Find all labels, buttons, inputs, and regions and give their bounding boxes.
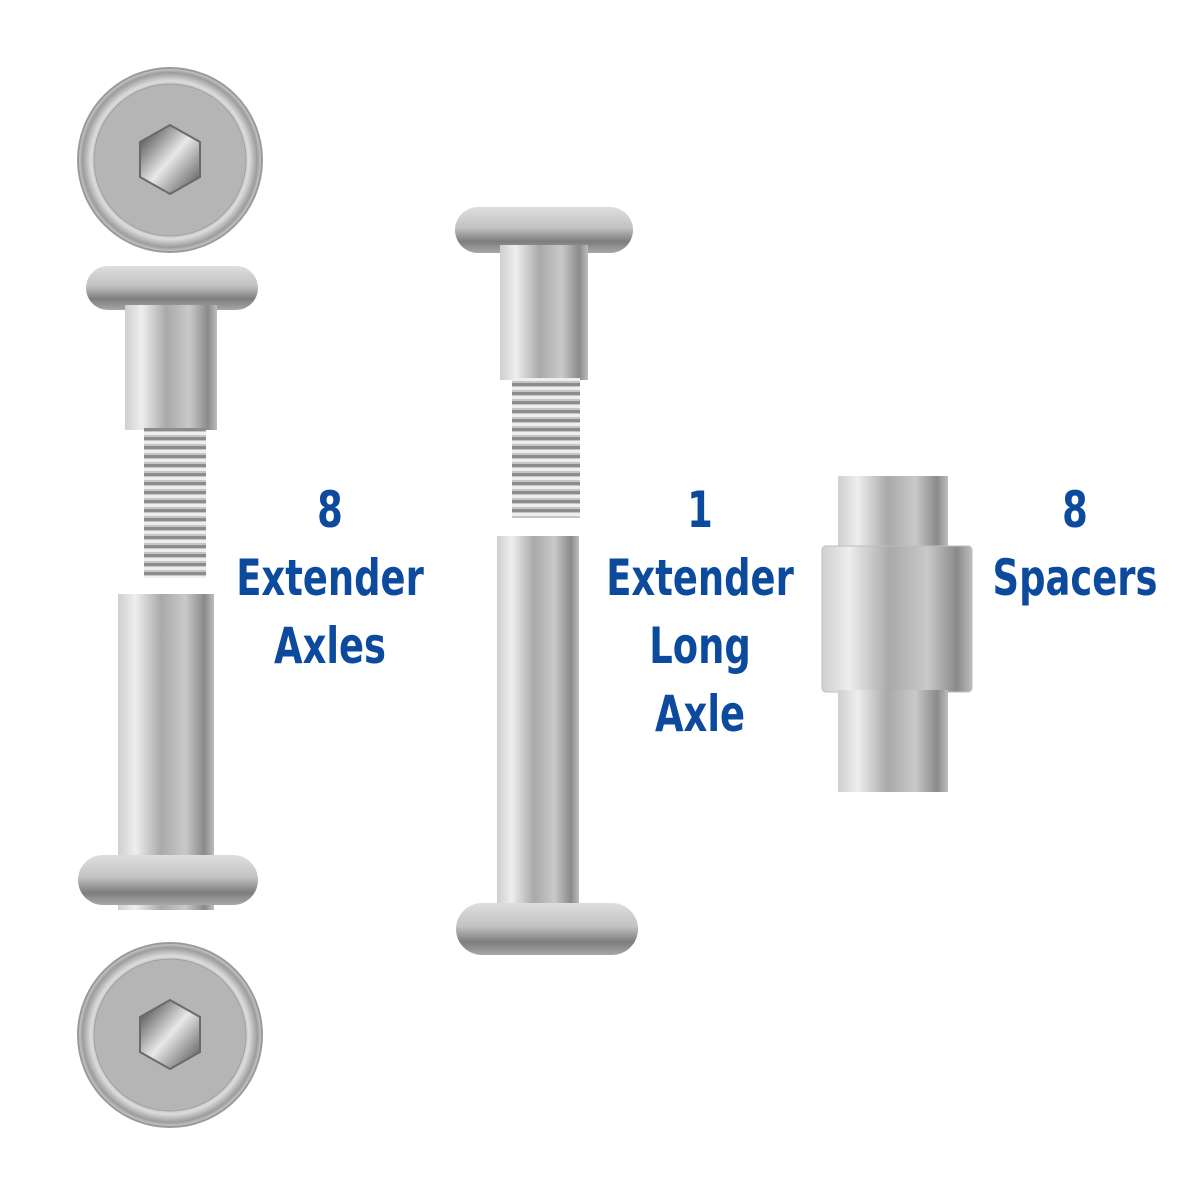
- quantity: 8: [317, 481, 343, 539]
- label-extender-axles: 8 Extender Axles: [232, 476, 429, 680]
- item-name-line: Long: [649, 617, 751, 675]
- label-extender-long-axle: 1 Extender Long Axle: [602, 476, 799, 748]
- long-axle-barrel: [456, 536, 638, 955]
- spacer: [821, 476, 973, 792]
- extender-axle-barrel: [78, 594, 258, 910]
- long-axle-bolt: [455, 207, 633, 518]
- extender-axle-bolt: [86, 266, 258, 578]
- item-name-line: Extender: [606, 549, 794, 607]
- quantity: 1: [687, 481, 713, 539]
- label-spacers: 8 Spacers: [981, 476, 1170, 612]
- axle-head-top-view-bottom: [77, 942, 263, 1128]
- quantity: 8: [1062, 481, 1088, 539]
- item-name-line: Extender: [236, 549, 424, 607]
- axle-head-top-view-top: [77, 67, 263, 253]
- item-name-line: Spacers: [992, 549, 1158, 607]
- item-name-line: Axle: [655, 685, 745, 743]
- item-name-line: Axles: [274, 617, 386, 675]
